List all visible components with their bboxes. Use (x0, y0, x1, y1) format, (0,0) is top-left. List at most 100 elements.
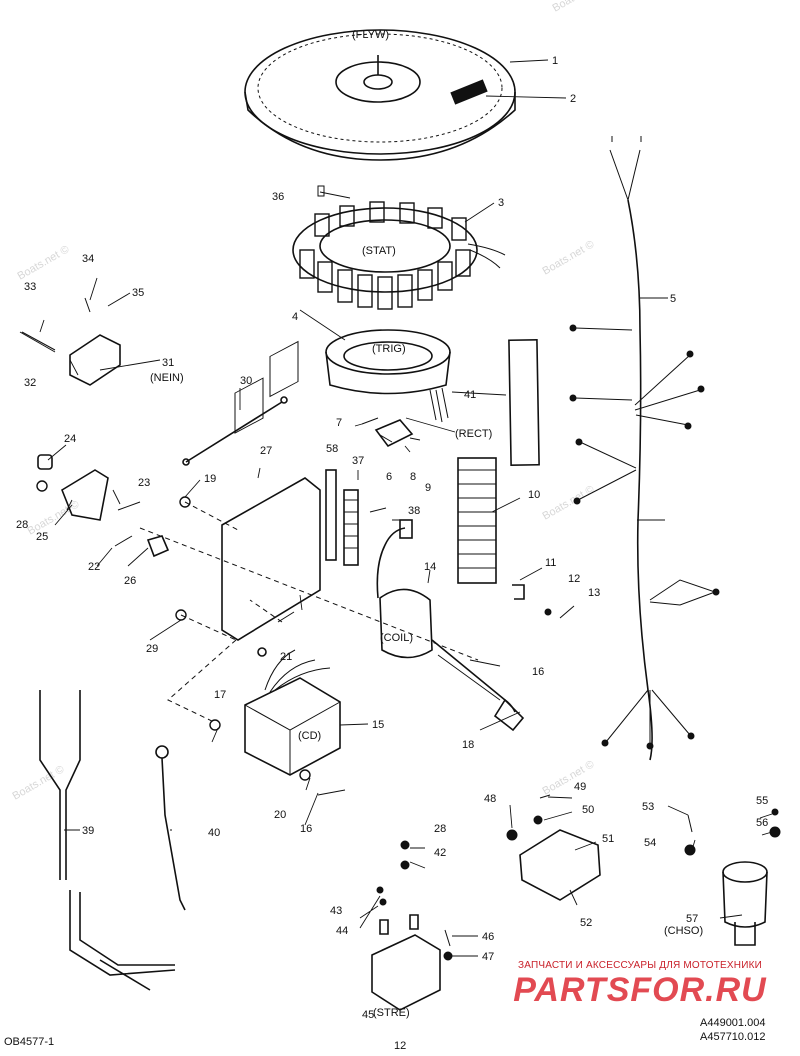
watermark: Boats.net © (11, 763, 67, 802)
part-number: 29 (146, 643, 158, 655)
part-number: 45 (362, 1009, 374, 1021)
stator (292, 185, 506, 310)
reference-code-1: A449001.004 (700, 1017, 766, 1029)
part-number: 51 (602, 833, 614, 845)
battery-cable-40 (155, 745, 186, 911)
trigger (325, 329, 451, 423)
part-number: 52 (580, 917, 592, 929)
lead-30 (185, 401, 283, 463)
part-number: 21 (280, 651, 292, 663)
small-hardware (36, 480, 781, 961)
label-rect: (RECT) (455, 428, 492, 440)
label-cd: (CD) (298, 730, 321, 742)
leaders (39, 59, 773, 957)
part-number: 39 (82, 825, 94, 837)
watermark: Boats.net © (541, 758, 597, 797)
part-number: 13 (588, 587, 600, 599)
diagram-code: OB4577-1 (4, 1036, 55, 1048)
terminal-strip (343, 489, 359, 566)
part-number: 58 (326, 443, 338, 455)
part-number: 28 (16, 519, 28, 531)
part-number: 17 (214, 689, 226, 701)
part-number: 8 (410, 471, 416, 483)
part-number: 23 (138, 477, 150, 489)
part-number: 33 (24, 281, 36, 293)
part-numbers: 1 2 3 4 5 6 7 8 9 10 11 12 13 14 15 16 1… (16, 55, 768, 1021)
reference-codes: A449001.004 A457710.012 (700, 1016, 765, 1044)
label-chso: (CHSO) (664, 925, 703, 937)
label-nein: (NEIN) (150, 372, 184, 384)
part-number: 4 (292, 311, 298, 323)
mounting-plate (221, 340, 321, 641)
part-number: 37 (352, 455, 364, 467)
page-number: 12 (394, 1040, 407, 1052)
part-number: 26 (124, 575, 136, 587)
part-number: 15 (372, 719, 384, 731)
part-number: 18 (462, 739, 474, 751)
nein-module (21, 331, 121, 386)
part-number: 38 (408, 505, 420, 517)
regulator (519, 829, 601, 901)
part-number: 48 (484, 793, 496, 805)
watermark: Boats.net © (541, 238, 597, 277)
decal-strip (508, 338, 540, 467)
part-number: 53 (642, 801, 654, 813)
cushion (37, 454, 53, 470)
banner-brand-logo: PARTSFOR.RU (513, 971, 767, 1009)
part-number: 14 (424, 561, 436, 573)
part-number: 54 (644, 837, 656, 849)
flywheel (244, 29, 516, 161)
part-number: 44 (336, 925, 348, 937)
cd-module (244, 647, 341, 776)
part-number: 55 (756, 795, 768, 807)
part-number: 57 (686, 913, 698, 925)
label-flyw: (FLYW) (352, 29, 389, 41)
part-number: 28 (434, 823, 446, 835)
part-labels: (FLYW) (STAT) (TRIG) (RECT) (NEIN) (COIL… (150, 29, 703, 1019)
clip (512, 584, 525, 600)
part-number: 40 (208, 827, 220, 839)
watermark: Boats.net © (541, 483, 597, 522)
part-number: 1 (552, 55, 558, 67)
part-number: 27 (260, 445, 272, 457)
part-number: 31 (162, 357, 174, 369)
part-number: 16 (532, 666, 544, 678)
part-number: 2 (570, 93, 576, 105)
part-number: 50 (582, 804, 594, 816)
screws (19, 297, 693, 947)
banner-tagline: ЗАПЧАСТИ И АКСЕССУАРЫ ДЛЯ МОТОТЕХНИКИ (517, 960, 763, 971)
part-number: 12 (568, 573, 580, 585)
partsfor-banner: ЗАПЧАСТИ И АКСЕССУАРЫ ДЛЯ МОТОТЕХНИКИ PA… (490, 960, 790, 1009)
part-number: 32 (24, 377, 36, 389)
label-trig: (TRIG) (372, 343, 406, 355)
part-number: 43 (330, 905, 342, 917)
part-number: 36 (272, 191, 284, 203)
part-number: 20 (274, 809, 286, 821)
ignition-coil (376, 519, 525, 732)
part-number: 16 (300, 823, 312, 835)
battery-cable-39 (39, 690, 176, 991)
part-number: 19 (204, 473, 216, 485)
part-number: 3 (498, 197, 504, 209)
strip-58 (325, 469, 337, 561)
bracket (61, 469, 109, 521)
watermark: Boats.net © (26, 498, 82, 537)
watermark: Boats.net © (551, 0, 607, 15)
part-number: 46 (482, 931, 494, 943)
terminal-block (457, 457, 497, 584)
part-number: 22 (88, 561, 100, 573)
part-number: 35 (132, 287, 144, 299)
part-number: 34 (82, 253, 94, 265)
part-number: 24 (64, 433, 76, 445)
watermark: Boats.net © (16, 243, 72, 282)
part-number: 30 (240, 375, 252, 387)
part-number: 41 (464, 389, 476, 401)
part-number: 49 (574, 781, 586, 793)
part-number: 11 (545, 557, 556, 569)
part-number: 42 (434, 847, 446, 859)
part-number: 25 (36, 531, 48, 543)
part-number: 56 (756, 817, 768, 829)
part-number: 10 (528, 489, 540, 501)
label-coil: (COIL) (380, 632, 413, 644)
